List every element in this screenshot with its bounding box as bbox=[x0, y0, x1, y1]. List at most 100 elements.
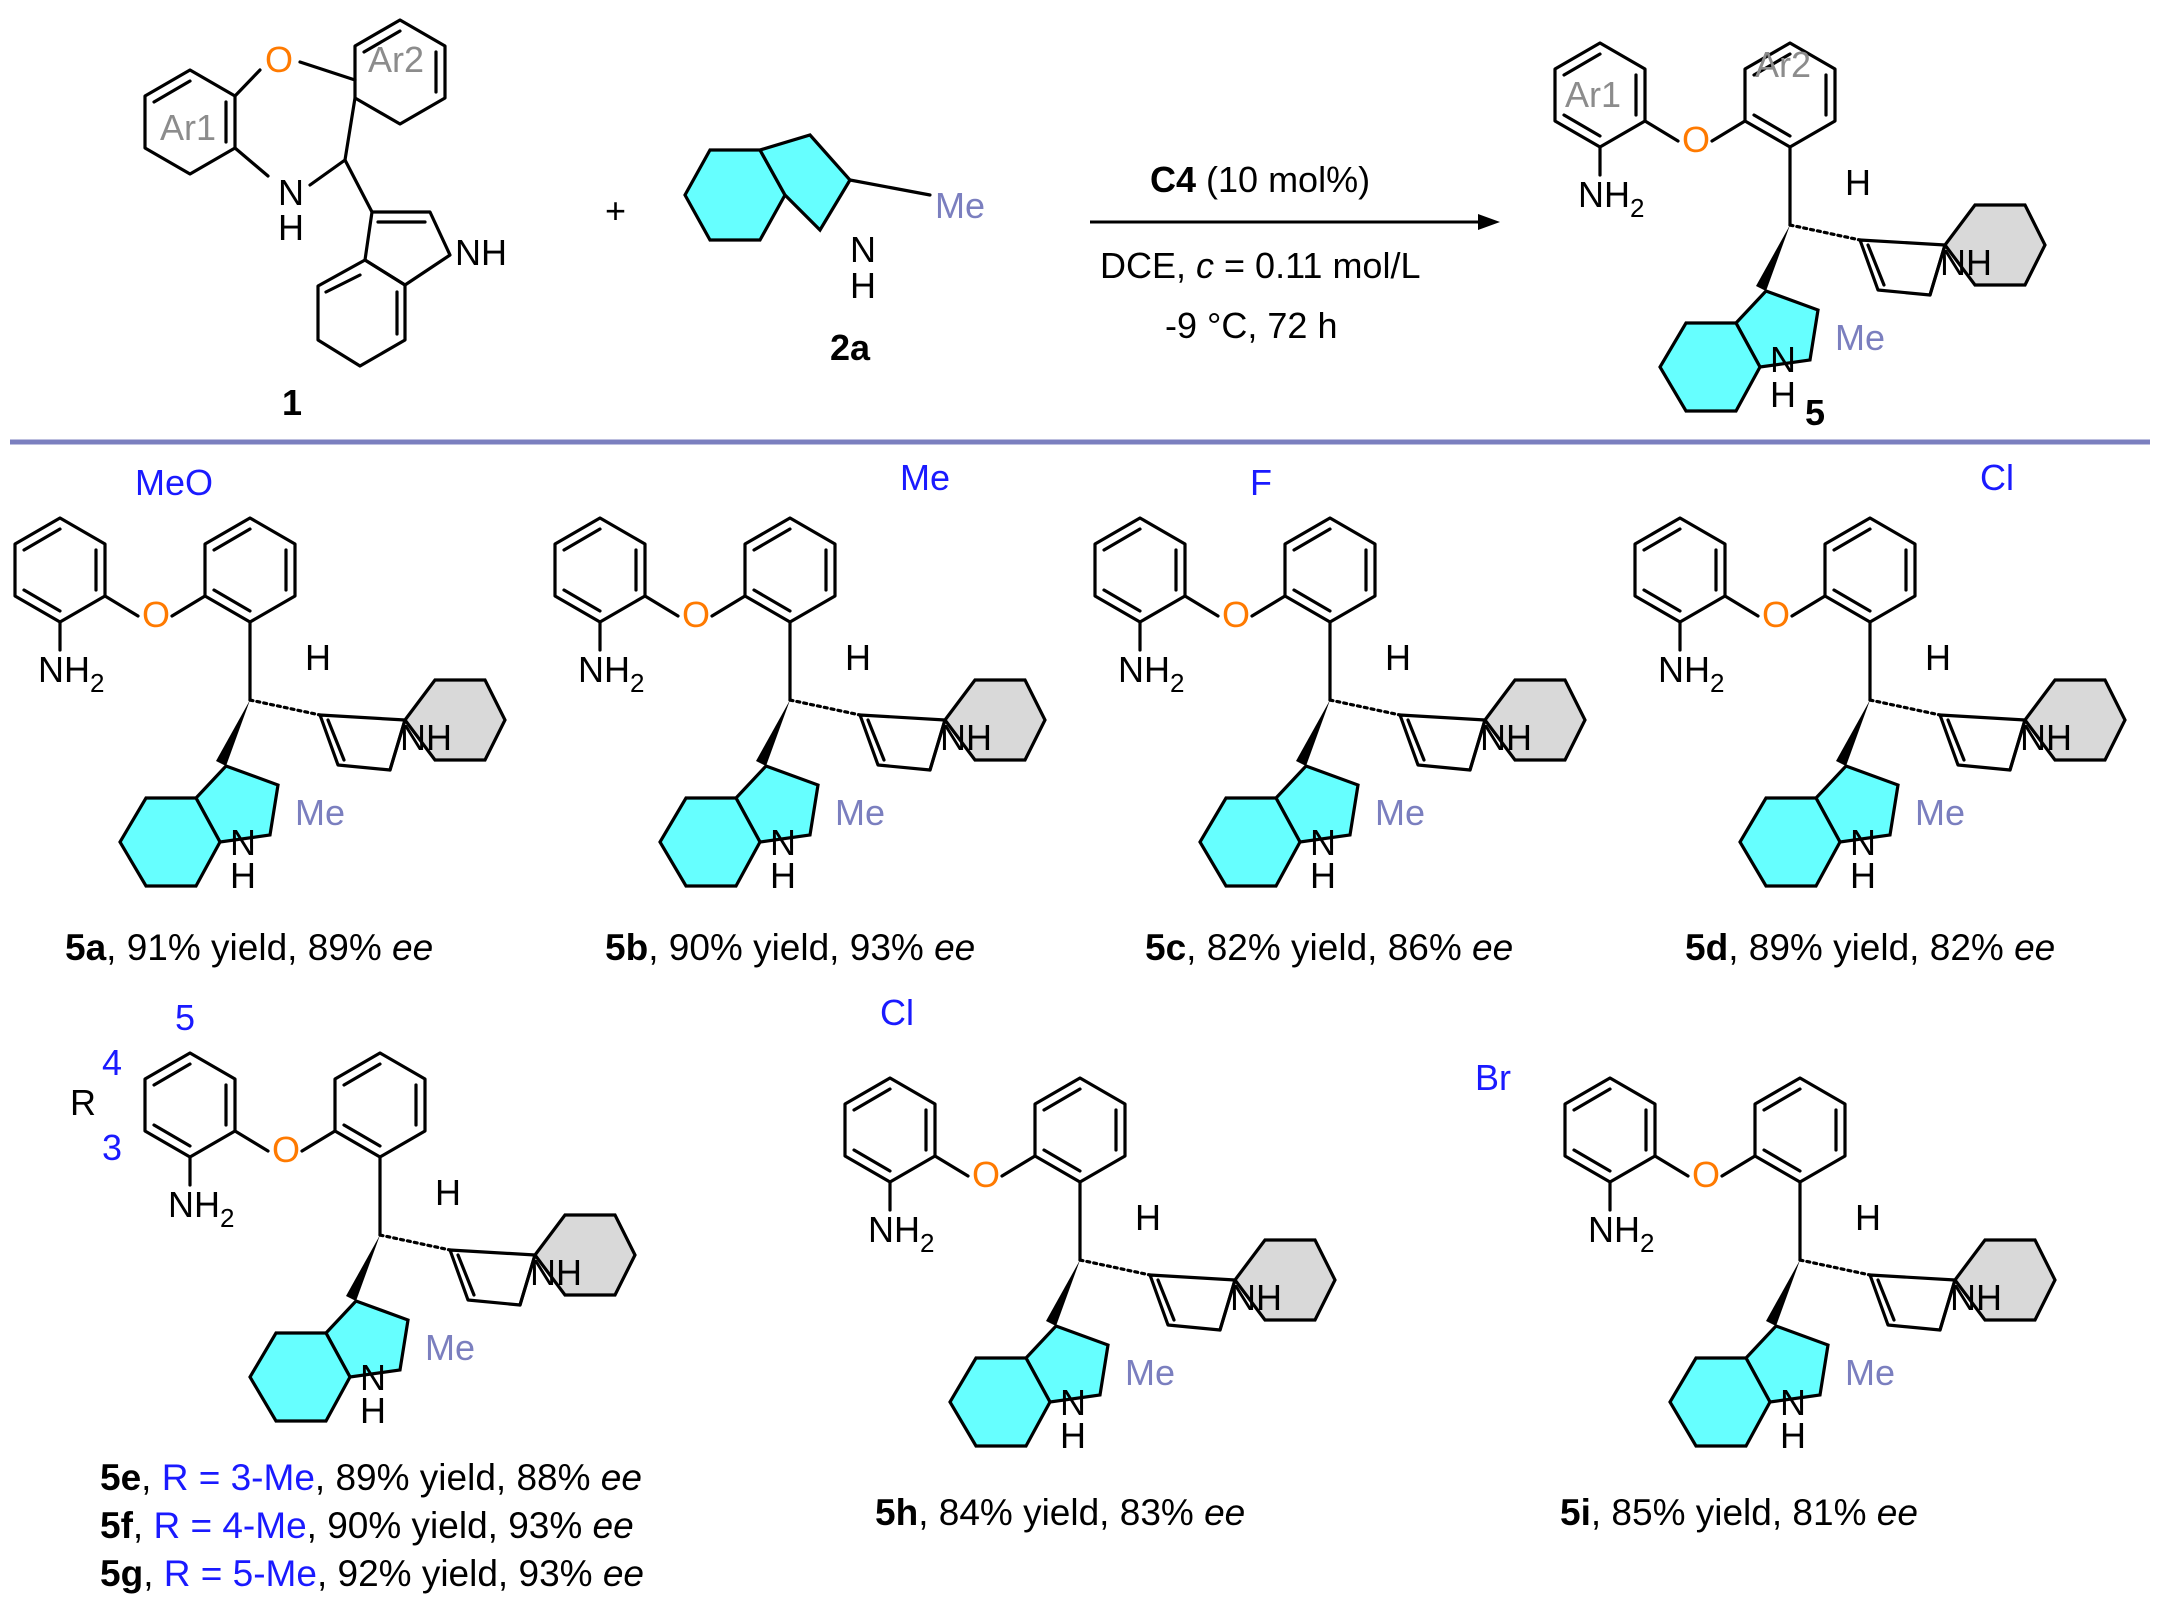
substituent-label: F bbox=[1250, 462, 1272, 503]
substituent-label: MeO bbox=[135, 462, 213, 503]
conditions-solvent: DCE, c = 0.11 mol/L bbox=[1100, 245, 1420, 286]
compound-5c: F O NH2 H NH Me N H bbox=[1093, 462, 1587, 896]
methyl-label: Me bbox=[1915, 792, 1965, 833]
reactant-1: O Ar1 Ar2 N H NH 1 bbox=[143, 18, 507, 423]
product-5: Ar1 Ar2 O NH2 H NH Me N H 5 bbox=[1553, 41, 2047, 433]
caption-5e: 5e, R = 3-Me, 89% yield, 88% ee bbox=[100, 1457, 642, 1498]
stereo-h: H bbox=[435, 1172, 461, 1213]
indole-h: H bbox=[770, 855, 796, 896]
indole-n: N bbox=[1850, 822, 1876, 863]
indole-n: N bbox=[360, 1357, 386, 1398]
indole-nh: NH bbox=[1480, 717, 1532, 758]
indole-nh: NH bbox=[1950, 1277, 2002, 1318]
r-group-label: R bbox=[70, 1082, 96, 1123]
ring-label-ar1: Ar1 bbox=[160, 107, 216, 148]
oxygen-label: O bbox=[1222, 594, 1250, 635]
plus-sign: + bbox=[605, 190, 626, 231]
position-5-label: 5 bbox=[175, 997, 195, 1038]
amine-label: NH2 bbox=[1578, 174, 1644, 223]
conditions-catalyst: C4 (10 mol%) bbox=[1150, 159, 1370, 200]
reactant-2a: Me N H 2a bbox=[683, 133, 985, 368]
caption-5c: 5c, 82% yield, 86% ee bbox=[1145, 927, 1513, 968]
indole-n: N bbox=[850, 229, 876, 270]
amine-label: NH2 bbox=[868, 1209, 934, 1258]
amine-label: NH2 bbox=[168, 1184, 234, 1233]
indole-nh: NH bbox=[940, 717, 992, 758]
compound-5d: Cl O NH2 H NH Me N H bbox=[1633, 457, 2127, 896]
amine-label: NH2 bbox=[578, 649, 644, 698]
methyl-label: Me bbox=[295, 792, 345, 833]
methyl-label: Me bbox=[835, 792, 885, 833]
indole-n: N bbox=[770, 822, 796, 863]
reactant-1-label: 1 bbox=[282, 382, 302, 423]
oxygen-label: O bbox=[1762, 594, 1790, 635]
oxygen-label: O bbox=[1692, 1154, 1720, 1195]
indole-nh: NH bbox=[2020, 717, 2072, 758]
amine-label: NH2 bbox=[1658, 649, 1724, 698]
substituent-label: Br bbox=[1475, 1057, 1511, 1098]
amine-label: NH2 bbox=[38, 649, 104, 698]
compound-5h: Cl O NH2 H NH Me N H bbox=[843, 992, 1337, 1456]
indole-n: N bbox=[1770, 339, 1796, 380]
stereo-h: H bbox=[1385, 637, 1411, 678]
methyl-label: Me bbox=[1375, 792, 1425, 833]
caption-5d: 5d, 89% yield, 82% ee bbox=[1685, 927, 2055, 968]
indole-nh: NH bbox=[455, 232, 507, 273]
methyl-label: Me bbox=[1845, 1352, 1895, 1393]
oxygen-label: O bbox=[265, 39, 293, 80]
indole-n: N bbox=[230, 822, 256, 863]
compound-5a: MeO O NH2 H NH Me N H bbox=[13, 462, 507, 896]
methyl-label: Me bbox=[425, 1327, 475, 1368]
stereo-h: H bbox=[1855, 1197, 1881, 1238]
ring-label-ar1: Ar1 bbox=[1565, 74, 1621, 115]
stereo-h: H bbox=[305, 637, 331, 678]
indole-nh: NH bbox=[530, 1252, 582, 1293]
methyl-label: Me bbox=[1125, 1352, 1175, 1393]
indole-h: H bbox=[1310, 855, 1336, 896]
substituent-label: Cl bbox=[1980, 457, 2014, 498]
indole-nh: NH bbox=[1230, 1277, 1282, 1318]
reactant-2a-label: 2a bbox=[830, 327, 871, 368]
caption-5g: 5g, R = 5-Me, 92% yield, 93% ee bbox=[100, 1553, 644, 1594]
caption-5b: 5b, 90% yield, 93% ee bbox=[605, 927, 975, 968]
indole-h: H bbox=[230, 855, 256, 896]
caption-5h: 5h, 84% yield, 83% ee bbox=[875, 1492, 1245, 1533]
oxygen-label: O bbox=[142, 594, 170, 635]
indole-h: H bbox=[1060, 1415, 1086, 1456]
indole-h: H bbox=[1850, 855, 1876, 896]
indole-h: H bbox=[1770, 374, 1796, 415]
compound-5i: Br O NH2 H NH Me N H bbox=[1475, 1057, 2057, 1456]
compound-5b: Me O NH2 H NH Me N H bbox=[553, 457, 1047, 896]
indole-n: N bbox=[1780, 1382, 1806, 1423]
ring-label-ar2: Ar2 bbox=[368, 39, 424, 80]
conditions-temperature-time: -9 °C, 72 h bbox=[1165, 305, 1337, 346]
indole-h: H bbox=[1780, 1415, 1806, 1456]
compound-5efg: R 4 3 5 O NH2 H NH Me N H bbox=[70, 997, 637, 1431]
ring-label-ar2: Ar2 bbox=[1755, 44, 1811, 85]
substituent-label: Me bbox=[900, 457, 950, 498]
stereo-h: H bbox=[1135, 1197, 1161, 1238]
amine-label: NH2 bbox=[1588, 1209, 1654, 1258]
caption-5f: 5f, R = 4-Me, 90% yield, 93% ee bbox=[100, 1505, 634, 1546]
oxygen-label: O bbox=[972, 1154, 1000, 1195]
reaction-arrow bbox=[1090, 214, 1500, 230]
oxygen-label: O bbox=[1682, 119, 1710, 160]
methyl-label: Me bbox=[1835, 317, 1885, 358]
amine-n: N bbox=[278, 172, 304, 213]
indole-nh: NH bbox=[1940, 242, 1992, 283]
amine-h: H bbox=[278, 207, 304, 248]
indole-h: H bbox=[850, 265, 876, 306]
indole-n: N bbox=[1310, 822, 1336, 863]
caption-5i: 5i, 85% yield, 81% ee bbox=[1560, 1492, 1918, 1533]
oxygen-label: O bbox=[272, 1129, 300, 1170]
position-3-label: 3 bbox=[102, 1127, 122, 1168]
indole-h: H bbox=[360, 1390, 386, 1431]
oxygen-label: O bbox=[682, 594, 710, 635]
stereo-h: H bbox=[845, 637, 871, 678]
position-4-label: 4 bbox=[102, 1042, 122, 1083]
caption-5a: 5a, 91% yield, 89% ee bbox=[65, 927, 433, 968]
methyl-label: Me bbox=[935, 185, 985, 226]
substituent-label: Cl bbox=[880, 992, 914, 1033]
stereo-h: H bbox=[1925, 637, 1951, 678]
